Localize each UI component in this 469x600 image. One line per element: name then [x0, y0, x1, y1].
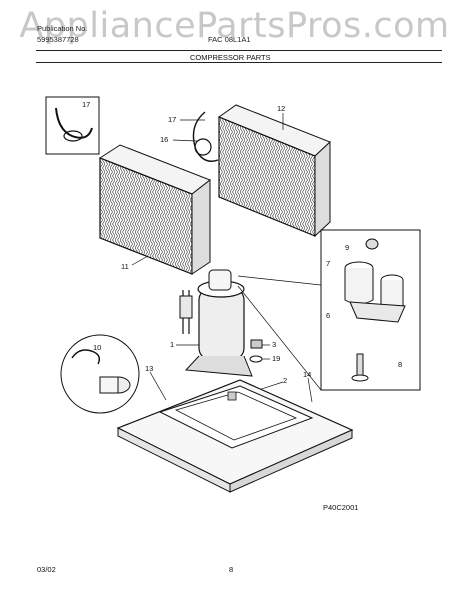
- callout-9: 9: [345, 243, 350, 252]
- callout-17-inset: 17: [82, 100, 91, 109]
- grommet-parts: [249, 339, 263, 363]
- callout-19: 19: [272, 354, 281, 363]
- section-title: COMPRESSOR PARTS: [190, 53, 271, 62]
- callout-3: 3: [272, 340, 277, 349]
- callout-11: 11: [121, 262, 129, 271]
- callout-7: 7: [326, 259, 331, 268]
- electrical-parts-box: [320, 229, 421, 391]
- overload-detail: [60, 334, 140, 414]
- callout-8: 8: [398, 360, 403, 369]
- callout-6: 6: [326, 311, 331, 320]
- callout-14: 14: [303, 370, 312, 379]
- page-number: 8: [229, 565, 234, 574]
- base-pan: [116, 379, 354, 493]
- callout-16: 16: [160, 135, 169, 144]
- publication-number: 5995387728: [37, 35, 79, 44]
- header-rule-top: [36, 50, 442, 51]
- header-rule-bottom: [36, 62, 442, 63]
- callout-12: 12: [277, 104, 286, 113]
- callout-17: 17: [168, 115, 177, 124]
- callout-2: 2: [283, 376, 288, 385]
- publication-label: Publication No.: [37, 24, 88, 33]
- diagram-code: P40C2001: [323, 503, 359, 512]
- compressor: [179, 269, 253, 377]
- evaporator-coil: [98, 144, 212, 275]
- footer-date: 03/02: [37, 565, 56, 574]
- callout-13: 13: [145, 364, 154, 373]
- capillary-tube: [192, 111, 219, 162]
- model-number: FAC 08L1A1: [208, 35, 251, 44]
- condenser-coil: [217, 104, 331, 238]
- watermark: AppliancePartsPros.com: [19, 6, 450, 46]
- callout-10: 10: [93, 343, 102, 352]
- tube-detail-inset: [45, 96, 100, 155]
- callout-1: 1: [170, 340, 175, 349]
